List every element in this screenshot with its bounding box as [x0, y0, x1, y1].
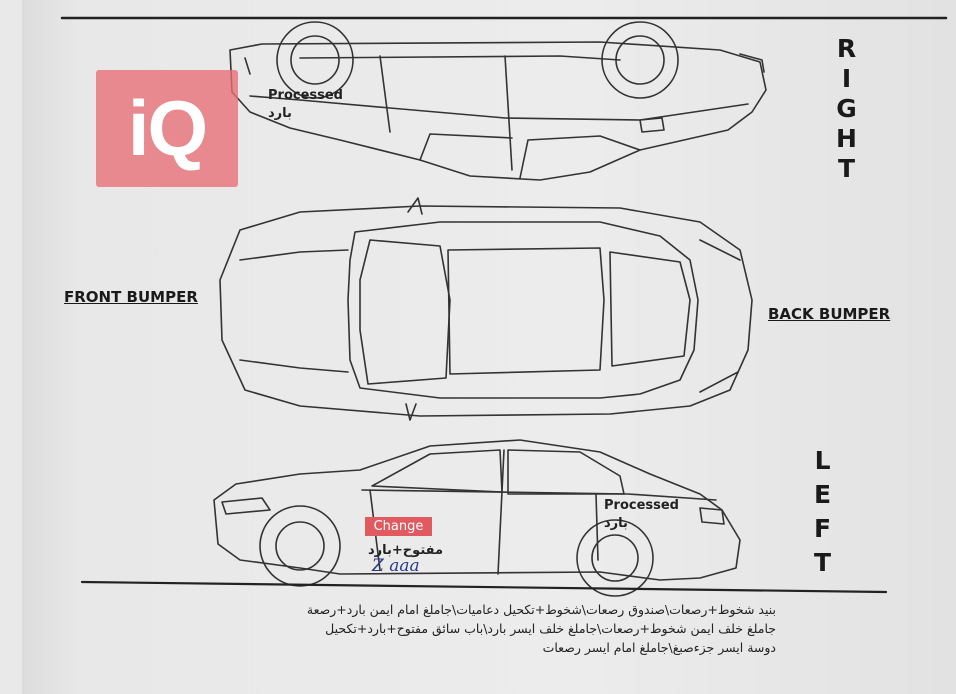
change-badge: Change: [365, 517, 432, 536]
notes-rule: [80, 580, 888, 594]
letter: R: [836, 34, 857, 63]
letter: T: [814, 548, 832, 577]
note-line: دوسة ايسر جزءصبغ\جاملغ امام ايسر رصعات: [542, 640, 776, 655]
note-line: جاملغ خلف ايمن شخوط+رصعات\جاملغ خلف ايسر…: [325, 621, 776, 636]
letter: H: [836, 124, 857, 153]
letter: T: [837, 154, 855, 183]
annotation-door-arabic: مفتوح+بارد: [368, 543, 444, 558]
car-left-side-view: [213, 439, 741, 597]
note-line: بنيد شخوط+رصعات\صندوق رصعات\شخوط+تكحيل د…: [306, 602, 776, 617]
iq-logo: iQ: [96, 70, 238, 187]
letter: F: [814, 514, 832, 543]
status-text: Processed: [604, 498, 679, 513]
letter: L: [814, 446, 831, 475]
damage-notes: بنيد شخوط+رصعات\صندوق رصعات\شخوط+تكحيل د…: [96, 600, 776, 657]
arabic-status: بارد: [604, 516, 628, 531]
status-text: Processed: [268, 88, 343, 103]
signature: Z aaa: [372, 556, 420, 576]
front-bumper-label: FRONT BUMPER: [64, 288, 198, 306]
annotation-right-panel: Processed بارد: [268, 87, 343, 123]
car-right-side-view: [229, 21, 767, 181]
letter: I: [841, 64, 852, 93]
side-label-left: L E F T: [814, 444, 831, 580]
annotation-left-rear: Processed بارد: [604, 497, 679, 533]
back-bumper-label: BACK BUMPER: [768, 305, 891, 323]
side-label-right: R I G H T: [836, 34, 857, 184]
letter: G: [836, 94, 857, 123]
arabic-status: بارد: [268, 106, 292, 121]
letter: E: [814, 480, 832, 509]
car-top-view: [219, 197, 753, 421]
